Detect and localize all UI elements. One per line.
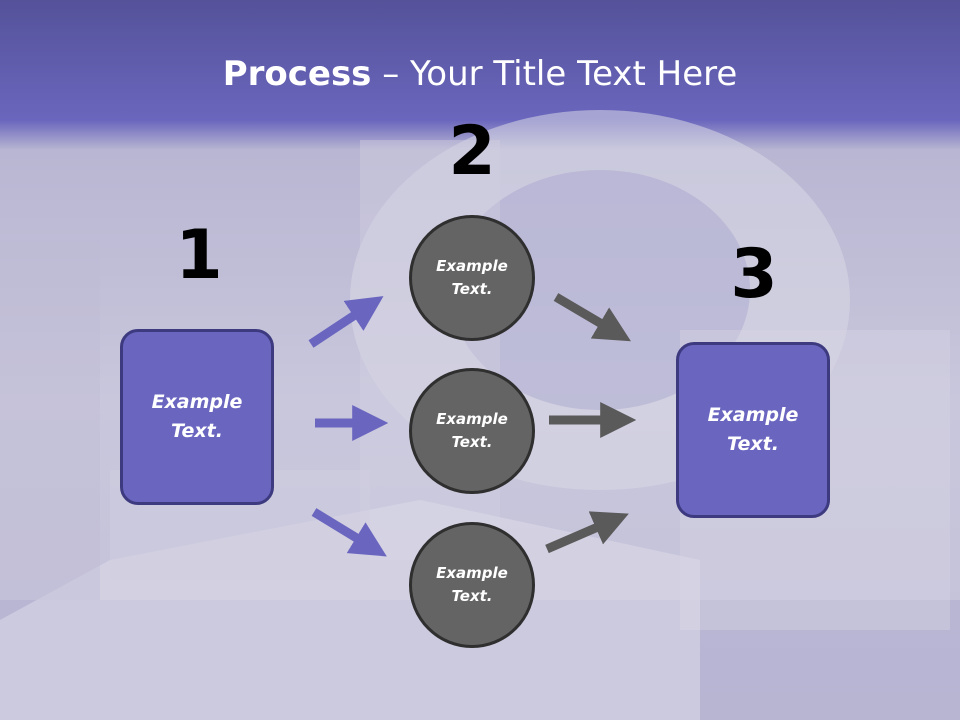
circle-top-label-line1: Example bbox=[436, 257, 508, 275]
step-3-label-line2: Text. bbox=[727, 433, 779, 455]
title-rest: – Your Title Text Here bbox=[371, 54, 738, 94]
step-2-circle-top: Example Text. bbox=[409, 215, 535, 341]
step-2-circle-bottom: Example Text. bbox=[409, 522, 535, 648]
circle-middle-label-line1: Example bbox=[436, 410, 508, 428]
circle-middle-label-line2: Text. bbox=[451, 433, 493, 451]
step-number-3: 3 bbox=[730, 235, 778, 314]
step-1-label-line2: Text. bbox=[171, 420, 223, 442]
step-number-1: 1 bbox=[175, 216, 223, 295]
circle-bottom-label-line2: Text. bbox=[451, 587, 493, 605]
step-1-box: Example Text. bbox=[120, 329, 274, 505]
step-3-label-line1: Example bbox=[707, 404, 799, 426]
arrow-from-circle-top bbox=[553, 293, 631, 342]
step-number-2: 2 bbox=[448, 112, 496, 191]
arrow-from-circle-bottom bbox=[545, 511, 629, 554]
step-1-label-line1: Example bbox=[151, 391, 243, 413]
circle-bottom-label-line1: Example bbox=[436, 564, 508, 582]
slide-title: Process – Your Title Text Here bbox=[0, 52, 960, 96]
title-bold: Process bbox=[222, 54, 372, 94]
circle-top-label-line2: Text. bbox=[451, 280, 493, 298]
step-2-circle-middle: Example Text. bbox=[409, 368, 535, 494]
arrow-to-circle-top bbox=[308, 296, 384, 348]
arrow-to-circle-bottom bbox=[311, 508, 387, 557]
step-3-box: Example Text. bbox=[676, 342, 830, 518]
